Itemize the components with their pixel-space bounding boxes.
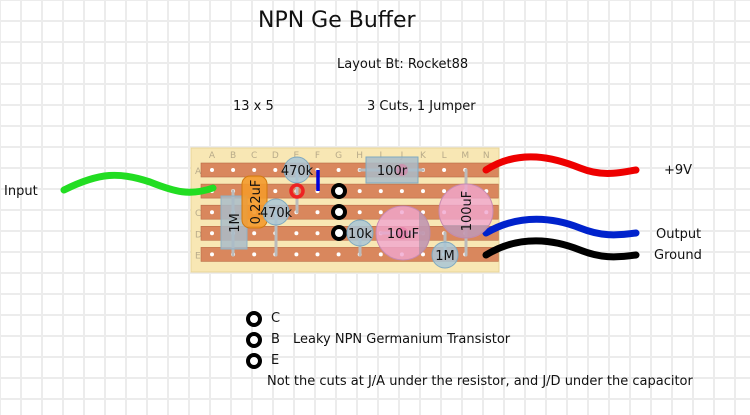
hole[interactable] (378, 252, 383, 257)
column-label: F (315, 151, 320, 161)
hole[interactable] (421, 252, 425, 257)
cut-j-a-marker (396, 164, 408, 176)
strip-cut-e-b[interactable] (289, 183, 305, 199)
hole[interactable] (442, 168, 447, 172)
resistor-1m-out-label: 1M (435, 249, 455, 264)
column-label: J (400, 151, 404, 161)
hole[interactable] (210, 231, 214, 236)
hole[interactable] (378, 210, 383, 215)
capacitor-100uf-polarity-band (443, 225, 489, 238)
column-label: A (209, 151, 216, 161)
resistor-470k-top-label: 470k (281, 164, 314, 179)
column-label: G (335, 151, 342, 161)
hole[interactable] (442, 189, 447, 194)
cut-j-d-marker (396, 227, 408, 239)
column-label: D (272, 151, 279, 161)
resistor-10k-body[interactable] (346, 219, 374, 247)
copper-strip-a (200, 162, 499, 178)
column-label: B (230, 151, 236, 161)
capacitor-10uf-label: 10uF (387, 227, 419, 242)
row-label: C (195, 209, 201, 219)
input-label: Input (4, 184, 38, 199)
hole[interactable] (378, 189, 383, 194)
board-size: 13 x 5 (233, 99, 274, 114)
column-label: L (442, 151, 447, 161)
hole[interactable] (252, 231, 257, 236)
hole[interactable] (336, 168, 341, 172)
ground-label: Ground (654, 248, 702, 263)
hole[interactable] (210, 252, 214, 257)
resistor-470k-mid-label: 470k (260, 206, 293, 221)
hole[interactable] (252, 252, 257, 257)
column-labels: A B C D E F G H I J K L M N (209, 151, 490, 161)
legend-emitter-pin-icon (246, 353, 262, 369)
power-9v-wire[interactable] (482, 153, 640, 177)
hole[interactable] (231, 168, 236, 172)
legend-collector-pin-icon (246, 311, 262, 327)
resistor-1m-label: 1M (228, 213, 243, 233)
hole[interactable] (399, 189, 404, 194)
power-9v-label: +9V (664, 163, 693, 178)
output-wire[interactable] (482, 215, 640, 239)
column-label: N (483, 151, 490, 161)
resistor-100r-body[interactable] (365, 156, 419, 184)
cuts-jumpers-count: 3 Cuts, 1 Jumper (367, 99, 476, 114)
hole[interactable] (210, 168, 214, 172)
hole[interactable] (315, 252, 320, 257)
capacitor-100uf-label: 100uF (460, 191, 475, 232)
column-label: E (294, 151, 300, 161)
legend-base-label: B (271, 332, 280, 347)
transistor-description: Leaky NPN Germanium Transistor (293, 332, 511, 347)
column-label: I (379, 151, 382, 161)
legend-collector-label: C (271, 311, 281, 326)
page-title: NPN Ge Buffer (258, 8, 416, 33)
hole[interactable] (357, 210, 362, 215)
transistor-base-pin[interactable] (331, 204, 347, 220)
hole[interactable] (294, 231, 299, 236)
legend-emitter-label: E (271, 353, 280, 368)
hole[interactable] (252, 168, 257, 172)
layout-author: Layout Bt: Rocket88 (337, 57, 469, 72)
hole[interactable] (357, 189, 362, 194)
capacitor-100uf-body[interactable] (438, 183, 494, 239)
row-label: A (195, 167, 202, 177)
layout-note: Not the cuts at J/A under the resistor, … (267, 374, 693, 389)
capacitor-10uf-polarity-band (419, 211, 431, 255)
transistor-emitter-pin[interactable] (331, 225, 347, 241)
resistor-1m-out-body[interactable] (431, 241, 459, 269)
column-label: K (420, 151, 427, 161)
row-label: D (195, 230, 202, 240)
column-label: H (356, 151, 363, 161)
hole[interactable] (315, 210, 320, 215)
input-wire[interactable] (60, 171, 217, 196)
hole[interactable] (294, 252, 299, 257)
hole[interactable] (273, 189, 278, 194)
hole[interactable] (210, 210, 214, 215)
resistor-10k-label: 10k (348, 227, 373, 242)
resistor-100r-label: 100r (377, 164, 408, 179)
resistor-470k-top-body[interactable] (283, 156, 311, 184)
hole[interactable] (273, 168, 278, 172)
transistor-collector-pin[interactable] (331, 183, 347, 199)
hole[interactable] (315, 231, 320, 236)
column-label: C (251, 151, 257, 161)
legend-base-pin-icon (246, 332, 262, 348)
column-label: M (461, 151, 469, 161)
ground-wire[interactable] (482, 237, 640, 261)
output-label: Output (656, 227, 702, 242)
capacitor-022uf-label: 0.22uF (249, 180, 264, 225)
row-label: E (195, 251, 201, 261)
hole[interactable] (336, 252, 341, 257)
resistor-470k-mid-body[interactable] (262, 198, 290, 226)
hole[interactable] (421, 189, 425, 194)
